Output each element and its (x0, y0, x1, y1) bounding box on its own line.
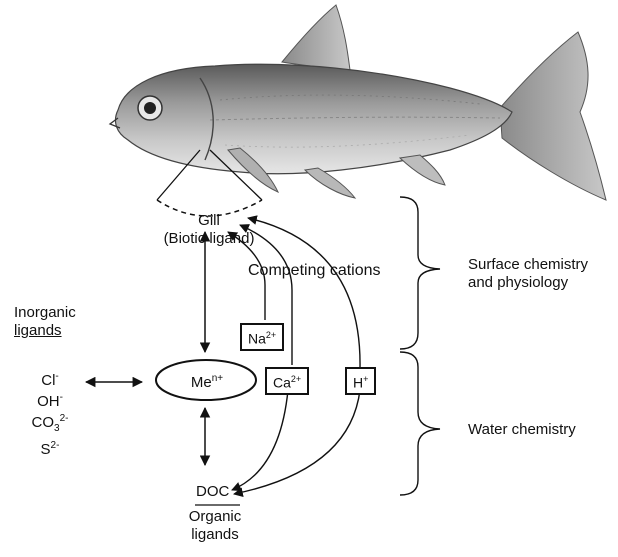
competing-cations-label: Competing cations (248, 262, 381, 280)
organic-ligands-label: Organic ligands (170, 508, 260, 544)
gill-label-line1: Gill (143, 212, 275, 230)
ligand-hydroxide: OH- (20, 389, 80, 410)
fish-anal-fin (400, 155, 445, 185)
ligand-chloride: Cl- (20, 368, 80, 389)
hydrogen-cation-box: H+ (345, 367, 376, 395)
inorganic-ligands-heading: Inorganic ligands (14, 304, 76, 340)
fish-pelvic-fin (305, 168, 355, 198)
inorganic-label-line1: Inorganic (14, 304, 76, 322)
inorganic-label-line2: ligands (14, 322, 76, 340)
organic-label-line1: Organic (170, 508, 260, 526)
bracket-surface-chemistry (400, 197, 440, 349)
sodium-cation-box: Na2+ (240, 323, 284, 351)
metal-ion-label: Men+ (172, 370, 242, 392)
arrow-ca-doc (232, 390, 288, 490)
gill-label: Gill (Biotic ligand) (143, 212, 275, 248)
fish-body (115, 64, 512, 173)
surface-label-line1: Surface chemistry (468, 256, 588, 274)
organic-label-line2: ligands (170, 526, 260, 544)
inorganic-ligand-list: Cl- OH- CO32- S2- (20, 368, 80, 458)
surface-chemistry-label: Surface chemistry and physiology (468, 256, 588, 292)
gill-label-line2: (Biotic ligand) (143, 230, 275, 248)
arrow-h-doc (234, 390, 360, 494)
water-chemistry-label: Water chemistry (468, 421, 576, 439)
surface-label-line2: and physiology (468, 274, 588, 292)
ligand-carbonate: CO32- (20, 410, 80, 437)
fish-dorsal-fin (282, 5, 350, 70)
fish-tail-fin (500, 32, 606, 200)
fish-illustration (110, 5, 606, 200)
calcium-cation-box: Ca2+ (265, 367, 309, 395)
ligand-sulfide: S2- (20, 437, 80, 458)
bracket-water-chemistry (400, 352, 440, 495)
doc-label: DOC (196, 483, 229, 501)
